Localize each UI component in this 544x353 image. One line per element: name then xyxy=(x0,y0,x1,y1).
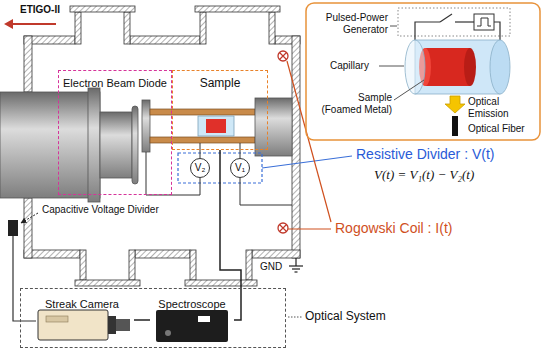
direction-arrow-shaft xyxy=(11,23,56,25)
cathode-stalk xyxy=(100,112,132,178)
ground-symbol xyxy=(292,268,300,269)
probe-label: V₁ xyxy=(235,162,245,174)
pulse-source xyxy=(474,14,494,30)
chamber-wall xyxy=(24,250,80,258)
cathode-tip xyxy=(132,106,138,184)
part-label: Capacitive Voltage Divider xyxy=(40,204,161,216)
anode-disc xyxy=(142,100,150,152)
rogowski-symbol xyxy=(278,51,288,61)
chamber-wall xyxy=(24,36,32,92)
circuit-wire xyxy=(494,22,500,40)
chamber-wall xyxy=(185,280,257,286)
diode-cylinder xyxy=(0,92,100,198)
part-label: Pulsed-Power Generator xyxy=(312,12,388,35)
spectroscope-display xyxy=(198,316,210,322)
chamber-wall xyxy=(75,280,140,286)
sample-body xyxy=(425,48,470,86)
chamber-wall xyxy=(246,250,252,280)
chamber-wall xyxy=(130,36,200,44)
leader-line xyxy=(262,156,352,168)
chamber-wall xyxy=(195,6,280,12)
chamber-wall xyxy=(70,6,135,12)
ground-label: GND xyxy=(260,261,282,273)
part-label: Optical Emission xyxy=(468,96,528,119)
camera-lens xyxy=(108,316,116,334)
machine-name: ETIGO-II xyxy=(20,4,60,16)
diode-region: Electron Beam Diode xyxy=(58,70,172,195)
leader-line xyxy=(288,228,331,229)
voltage-probe: V₁ xyxy=(230,158,250,178)
chamber-wall xyxy=(200,12,206,44)
capillary-end xyxy=(490,40,510,94)
return-rod xyxy=(150,109,255,115)
inset-panel xyxy=(306,3,540,140)
optical-fiber-line xyxy=(134,319,150,321)
circuit-wire xyxy=(415,22,440,40)
output-cylinder xyxy=(255,98,292,156)
device-label: Spectroscope xyxy=(158,298,225,311)
probe-wire xyxy=(240,143,241,158)
capillary-body xyxy=(198,116,234,136)
spectroscope-body xyxy=(156,310,228,342)
optical-system-group: Streak CameraSpectroscopeOptical System xyxy=(20,288,286,348)
ground-symbol xyxy=(295,258,296,266)
leader-line xyxy=(21,213,38,223)
probe-wire xyxy=(200,143,201,158)
voltage-probe: V₂ xyxy=(190,158,210,178)
optical-fiber xyxy=(452,116,458,136)
pulse-symbol xyxy=(477,18,491,26)
streak-camera: Streak Camera xyxy=(30,292,134,348)
group-heading: Optical System xyxy=(305,310,386,324)
probe-label: V₂ xyxy=(195,162,206,174)
chamber-wall xyxy=(292,36,300,258)
chamber-wall xyxy=(80,250,86,280)
camera-lens xyxy=(116,319,130,331)
capacitive-divider xyxy=(8,220,18,236)
ground-symbol xyxy=(289,265,303,266)
spectroscope-knob xyxy=(165,330,171,336)
part-label: Sample (Foamed Metal) xyxy=(318,92,392,115)
region-label: Electron Beam Diode xyxy=(63,77,167,90)
device-label: Streak Camera xyxy=(45,298,119,311)
rogowski-cross xyxy=(280,225,287,232)
region-label: Sample xyxy=(200,77,241,91)
chamber-wall xyxy=(252,250,300,258)
signal-label: Resistive Divider : V(t) xyxy=(356,146,494,162)
rogowski-cross xyxy=(280,53,287,60)
leader-line xyxy=(288,317,303,318)
chamber-wall xyxy=(24,198,32,258)
streak-camera-body xyxy=(38,310,108,340)
capillary-body xyxy=(415,40,500,94)
probe-wire xyxy=(240,178,292,205)
equation: V(t) = V₁(t) − V₂(t) xyxy=(374,168,474,183)
leader-line xyxy=(394,80,424,100)
return-rod xyxy=(150,137,255,143)
chamber-wall xyxy=(129,250,135,280)
chamber-wall xyxy=(75,12,81,44)
direction-arrow-head xyxy=(4,19,13,29)
part-label: Capillary xyxy=(330,60,369,72)
sample-end xyxy=(464,48,476,86)
sample-region: Sample xyxy=(172,70,268,150)
diode-flange xyxy=(88,88,100,202)
leader-line xyxy=(287,61,331,222)
chamber-wall xyxy=(190,250,196,280)
switch-symbol xyxy=(440,14,452,22)
leader-line xyxy=(379,66,404,67)
signal-label: Rogowski Coil : I(t) xyxy=(335,220,452,236)
sample-body xyxy=(206,119,226,133)
chamber-wall xyxy=(124,12,130,44)
circuit-wire xyxy=(455,21,474,22)
leader-line xyxy=(390,26,397,27)
signal-cable xyxy=(13,236,36,321)
emission-arrow xyxy=(445,96,465,113)
camera-detail xyxy=(46,316,68,322)
chamber-wall xyxy=(135,250,190,258)
ground-symbol xyxy=(295,271,298,272)
part-label: Optical Fiber xyxy=(468,123,525,135)
rogowski-symbol xyxy=(278,223,288,233)
chamber-wall xyxy=(269,12,275,44)
spectroscope: Spectroscope xyxy=(150,292,234,348)
